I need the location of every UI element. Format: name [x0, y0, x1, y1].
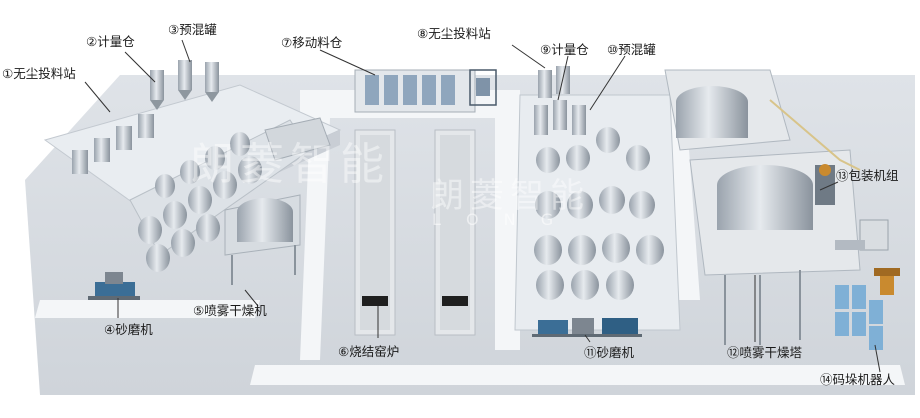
packaging-unit [815, 164, 889, 251]
sintering-kiln-2 [434, 129, 476, 336]
callout-leader-lines [84, 39, 881, 373]
mixing-rack-left [264, 117, 331, 161]
label-sand-mill-4: ④砂磨机 [104, 322, 153, 337]
label-dust-free-feeding-station-1: ①无尘投料站 [2, 66, 76, 81]
dust-free-feeding-station-left [72, 114, 154, 174]
label-spray-dryer-5: ⑤喷雾干燥机 [193, 303, 267, 318]
label-sintering-kiln-6: ⑥烧结窑炉 [338, 344, 400, 359]
sand-mill-left [88, 272, 140, 300]
metering-silos-left [150, 60, 219, 110]
label-premix-tank-3: ③预混罐 [168, 22, 217, 37]
sintering-kiln-1 [354, 129, 396, 336]
label-palletizing-robot-14: ⑭码垛机器人 [820, 372, 896, 387]
label-spray-drying-tower-12: ⑫喷雾干燥塔 [727, 345, 803, 360]
label-packaging-unit-13: ⑬包装机组 [836, 168, 899, 183]
sand-mill-right [532, 318, 642, 337]
label-metering-silo-2: ②计量仓 [86, 34, 135, 49]
premix-tanks-left [138, 132, 262, 272]
mobile-silos [354, 69, 497, 113]
label-sand-mill-11: ⑪砂磨机 [584, 345, 635, 360]
label-metering-silo-9: ⑨计量仓 [540, 42, 589, 57]
spray-dryer-left [224, 194, 301, 285]
metering-silos-right [534, 100, 586, 135]
label-premix-tank-10: ⑩预混罐 [607, 42, 656, 57]
palletizing-robot [835, 268, 900, 350]
label-mobile-silo-7: ⑦移动料仓 [281, 35, 343, 50]
label-dust-free-feeding-station-8: ⑧无尘投料站 [417, 26, 491, 41]
premix-tanks-right [534, 127, 664, 300]
